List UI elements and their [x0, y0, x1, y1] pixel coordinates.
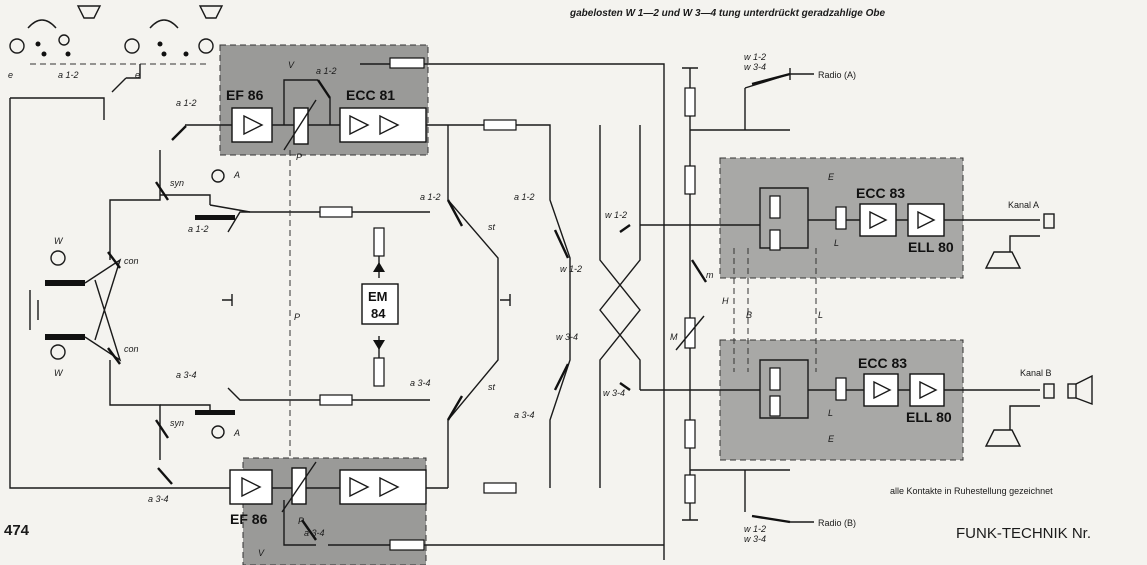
label-a12-right: a 1-2 [514, 192, 535, 202]
speaker-a-icon [984, 235, 1040, 269]
label-AB: A [233, 428, 240, 438]
label-radio-w34-top: w 3-4 [744, 62, 766, 72]
driver-b-block [863, 373, 899, 407]
header-fragment: gabelosten W 1—2 und W 3—4 tung unterdrü… [569, 8, 885, 19]
label-w12-x: w 1-2 [605, 210, 627, 220]
label-st-bot: st [488, 382, 496, 392]
page-number: 474 [4, 522, 30, 539]
tube-ell80-a: ELL 80 [908, 239, 954, 255]
kanal-b-label: Kanal B [1020, 368, 1052, 378]
preamp-a-block [231, 107, 273, 143]
kanal-a-label: Kanal A [1008, 200, 1039, 210]
label-a34-ef: a 3-4 [304, 528, 325, 538]
jack-a-icon [1043, 213, 1055, 229]
label-eB: e [135, 70, 140, 80]
label-LA: L [834, 238, 839, 248]
label-a34-right: a 3-4 [514, 410, 535, 420]
driver-a-block [859, 203, 897, 237]
journal-name: FUNK-TECHNIK Nr. [956, 525, 1091, 542]
tube-ef86-a: EF 86 [226, 87, 264, 103]
em84-label-1: EM [368, 289, 388, 304]
tuning-indicator-em84 [361, 283, 399, 325]
tube-ef86-b: EF 86 [230, 511, 268, 527]
pot-pa [293, 107, 309, 145]
label-pB: P [298, 516, 304, 526]
label-pA: P [296, 152, 302, 162]
tube-ell80-b: ELL 80 [906, 409, 952, 425]
tube-ecc83-b: ECC 83 [858, 355, 907, 371]
label-EA: E [828, 172, 835, 182]
label-a12-mid: a 1-2 [420, 192, 441, 202]
power-b-block [909, 373, 945, 407]
label-B: B [746, 310, 752, 320]
contacts-note: alle Kontakte in Ruhestellung gezeichnet [890, 486, 1053, 496]
label-a34-bot: a 3-4 [148, 494, 169, 504]
label-m: m [706, 270, 714, 280]
label-EB: E [828, 434, 835, 444]
radio-a-label: Radio (A) [818, 70, 856, 80]
em84-label-2: 84 [371, 306, 386, 321]
label-L: L [818, 310, 823, 320]
label-w34-x: w 3-4 [603, 388, 625, 398]
label-st-top: st [488, 222, 496, 232]
speaker-b-side-icon [1067, 374, 1093, 406]
label-w12-mid: w 1-2 [560, 264, 582, 274]
label-radio-w12-top: w 1-2 [744, 52, 766, 62]
tube-ecc83-a: ECC 83 [856, 185, 905, 201]
label-M: M [670, 332, 678, 342]
label-LB: L [828, 408, 833, 418]
label-WA: W [54, 236, 64, 246]
radio-b-label: Radio (B) [818, 518, 856, 528]
label-vA: V [288, 60, 295, 70]
label-con-bot: con [124, 344, 139, 354]
label-a12-top2: a 1-2 [176, 98, 197, 108]
label-P: P [294, 312, 300, 322]
label-a34-left: a 3-4 [176, 370, 197, 380]
label-w34-mid: w 3-4 [556, 332, 578, 342]
power-a-block [907, 203, 945, 237]
label-syn-top: syn [170, 178, 184, 188]
label-AA: A [233, 170, 240, 180]
preamp-b-block [229, 469, 273, 505]
amp-a-block [339, 107, 427, 143]
speaker-b-icon [984, 405, 1040, 447]
label-a12-ef: a 1-2 [316, 66, 337, 76]
label-radio-w12-bot: w 1-2 [744, 524, 766, 534]
jack-b-icon [1043, 383, 1055, 399]
label-radio-w34-bot: w 3-4 [744, 534, 766, 544]
amp-b-block [339, 469, 427, 505]
tube-ecc81: ECC 81 [346, 87, 395, 103]
label-WB: W [54, 368, 64, 378]
label-a12-left: a 1-2 [188, 224, 209, 234]
label-eA: e [8, 70, 13, 80]
label-H: H [722, 296, 729, 306]
label-con-top: con [124, 256, 139, 266]
label-vB: V [258, 548, 265, 558]
headset-a-icon [9, 5, 102, 57]
label-a34-mid: a 3-4 [410, 378, 431, 388]
label-a12-top: a 1-2 [58, 70, 79, 80]
label-syn-bot: syn [170, 418, 184, 428]
headset-b-icon [124, 5, 224, 57]
